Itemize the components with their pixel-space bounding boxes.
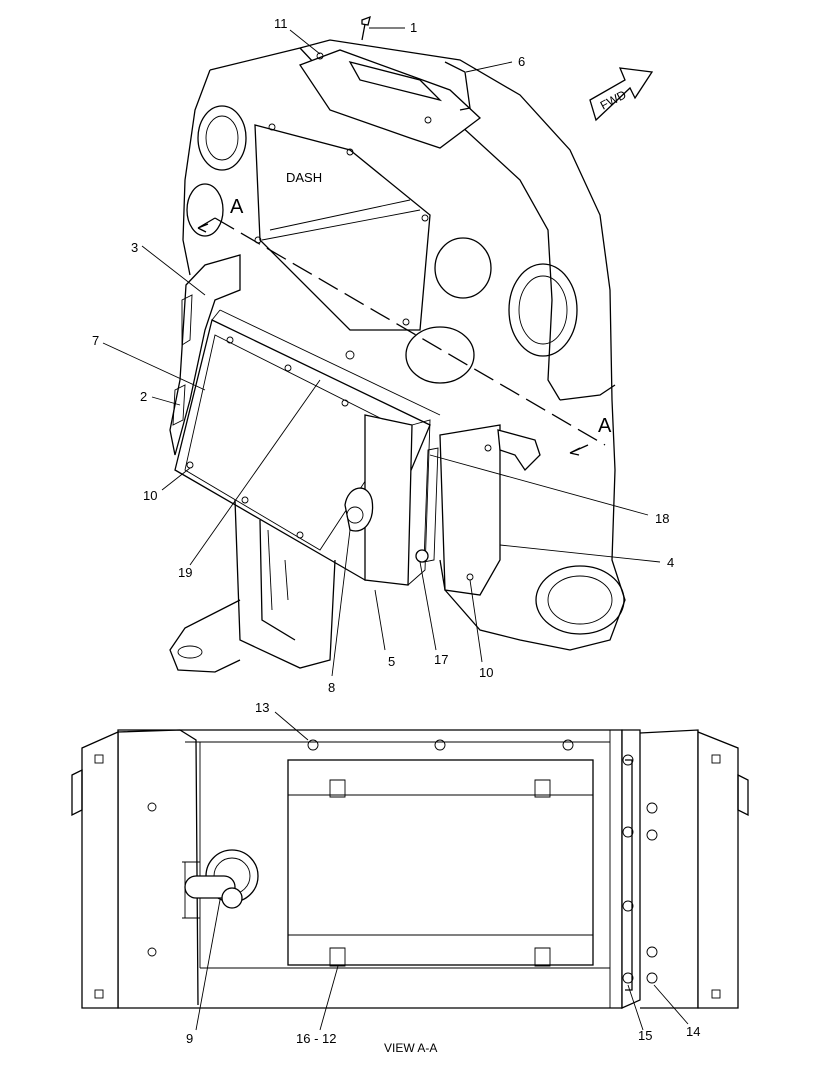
callout-18: 18 <box>655 511 669 526</box>
leader-lines-lower <box>195 711 689 1031</box>
callout-2: 2 <box>140 389 147 404</box>
callout-5: 5 <box>388 654 395 669</box>
callout-8: 8 <box>328 680 335 695</box>
callout-11: 11 <box>274 16 288 31</box>
callout-19: 19 <box>178 565 192 580</box>
section-label-a-left: A <box>230 196 244 218</box>
dash-assembly-view: A A DASH FWD <box>169 15 654 673</box>
section-line-a-a <box>214 217 606 446</box>
view-a-a-title: VIEW A-A <box>384 1041 437 1055</box>
section-label-a-right: A <box>598 415 612 437</box>
leader-lines-upper <box>102 27 661 677</box>
callout-13: 13 <box>255 700 269 715</box>
callout-14: 14 <box>686 1024 700 1039</box>
callout-7: 7 <box>92 333 99 348</box>
callout-10-right: 10 <box>479 665 493 680</box>
callout-17: 17 <box>434 652 448 667</box>
callout-6: 6 <box>518 54 525 69</box>
callout-1: 1 <box>410 20 417 35</box>
callout-3: 3 <box>131 240 138 255</box>
dash-label: DASH <box>286 170 322 185</box>
callout-10-left: 10 <box>143 488 157 503</box>
view-a-a <box>71 729 749 1010</box>
callout-9: 9 <box>186 1031 193 1046</box>
callout-4: 4 <box>667 555 674 570</box>
forward-arrow-icon: FWD <box>589 67 654 122</box>
callout-15: 15 <box>638 1028 652 1043</box>
callout-16-12: 16 - 12 <box>296 1031 336 1046</box>
